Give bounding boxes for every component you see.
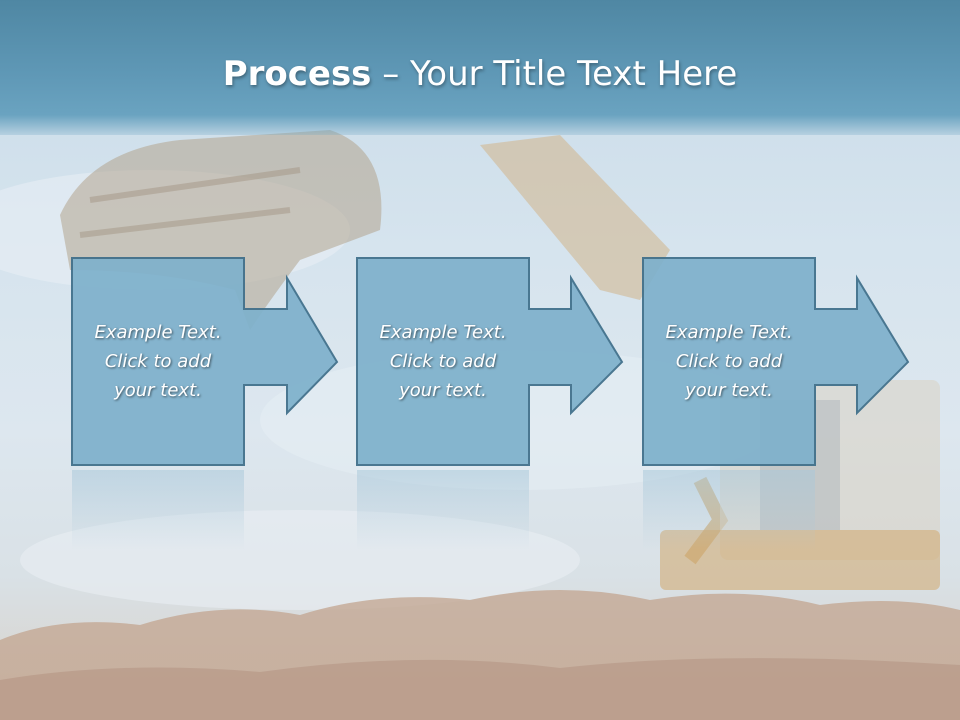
step-2-shape[interactable] (356, 257, 624, 466)
step-2-reflection (357, 470, 529, 550)
step-1-reflection (72, 470, 244, 550)
title-rest-part: – Your Title Text Here (371, 54, 738, 94)
step-3-shape[interactable] (642, 257, 910, 466)
step-3-reflection (643, 470, 815, 550)
step-1-text[interactable]: Example Text. Click to add your text. (94, 321, 222, 401)
step-3-text[interactable]: Example Text. Click to add your text. (665, 321, 793, 401)
title-bar (0, 0, 960, 135)
step-1-shape[interactable] (71, 257, 339, 466)
step-2-text[interactable]: Example Text. Click to add your text. (379, 321, 507, 401)
title-bold-part: Process (222, 54, 372, 94)
slide-title[interactable]: Process – Your Title Text Here (0, 52, 960, 96)
